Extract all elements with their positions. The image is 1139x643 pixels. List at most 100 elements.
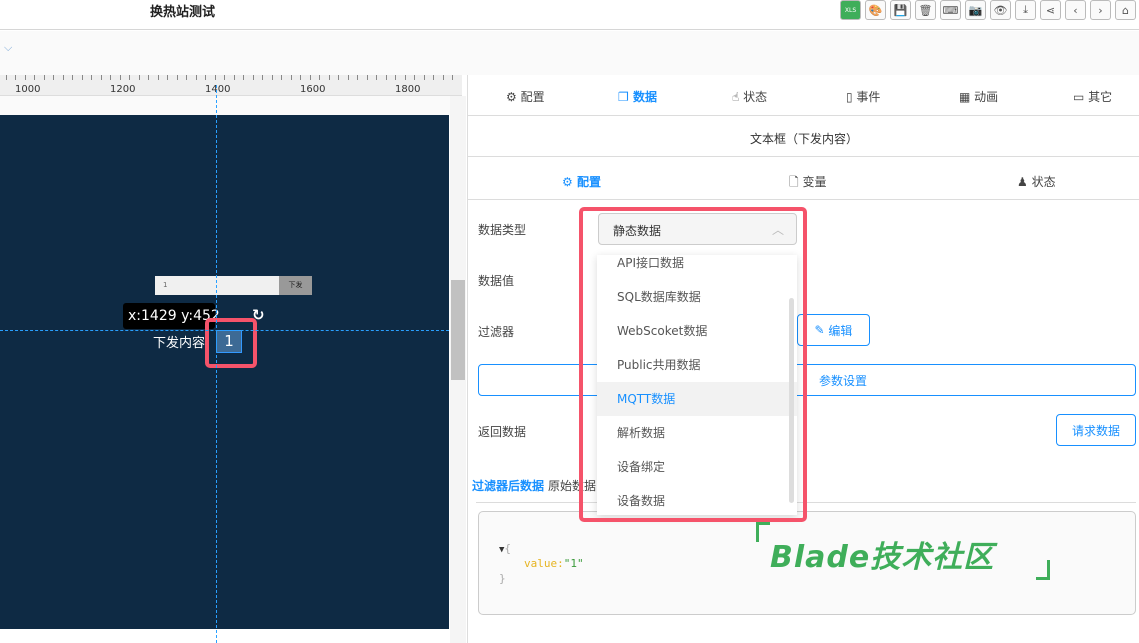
copy-icon: ❐ xyxy=(618,90,633,104)
ruler-tick xyxy=(138,75,140,80)
ruler-tick xyxy=(5,75,7,80)
data-type-value: 静态数据 xyxy=(613,224,662,238)
scrollbar-thumb[interactable] xyxy=(451,280,465,380)
dropdown-scrollbar[interactable] xyxy=(789,298,794,503)
subtab-2[interactable]: ♟ 状态 xyxy=(1017,175,1056,189)
ruler-label: 1600 xyxy=(300,84,326,95)
data-type-label: 数据类型 xyxy=(478,223,527,237)
watermark-bracket xyxy=(756,522,770,542)
dropdown-option[interactable]: WebScoket数据 xyxy=(617,324,708,338)
download-icon[interactable]: ⤓ xyxy=(1015,0,1036,20)
highlight-box xyxy=(579,207,807,522)
highlight-box xyxy=(205,318,257,368)
palette-icon[interactable]: 🎨 xyxy=(865,0,886,20)
excel-icon[interactable]: XLS xyxy=(840,0,861,20)
data-type-select[interactable]: 静态数据 ︿ xyxy=(598,213,797,245)
ruler-tick xyxy=(300,75,301,80)
ruler-tick xyxy=(81,75,83,80)
ruler-tick xyxy=(376,75,377,80)
tab-4[interactable]: ▦ 动画 xyxy=(959,90,999,104)
tab-3[interactable]: ▯ 事件 xyxy=(846,90,881,104)
ruler-tick xyxy=(414,75,415,80)
send-input[interactable]: 1 xyxy=(155,276,279,295)
ruler-tick xyxy=(328,75,330,80)
ruler-tick xyxy=(442,75,444,80)
ruler-tick xyxy=(129,75,130,80)
param-settings-button[interactable]: 参数设置 xyxy=(478,364,1136,396)
ruler-tick xyxy=(271,75,273,80)
subtab-1[interactable]: 🗋 变量 xyxy=(789,175,827,189)
keyboard-icon[interactable]: ⌨ xyxy=(940,0,961,20)
ruler-tick xyxy=(110,75,111,80)
guide-line-horizontal xyxy=(0,330,449,331)
tab-0[interactable]: ⚙ 配置 xyxy=(506,90,545,104)
edit-icon: ✎ xyxy=(814,323,829,337)
ruler-tick xyxy=(233,75,235,80)
subtab-0[interactable]: ⚙ 配置 xyxy=(562,175,601,189)
ruler-tick xyxy=(34,75,35,80)
share-icon[interactable]: ⋖ xyxy=(1040,0,1061,20)
ruler-tick xyxy=(15,75,16,80)
chevron-down-icon[interactable]: ⌵ xyxy=(4,41,13,54)
ruler-tick xyxy=(404,75,406,80)
ruler-tick xyxy=(347,75,349,80)
dropdown-option[interactable]: 设备绑定 xyxy=(617,460,666,474)
ruler-tick xyxy=(100,75,102,80)
ruler-tick xyxy=(176,75,178,80)
json-key: value: xyxy=(524,557,564,570)
ruler-tick xyxy=(309,75,311,80)
tab-5[interactable]: ▭ 其它 xyxy=(1073,90,1113,104)
home-icon[interactable]: ⌂ xyxy=(1115,0,1136,20)
next-icon[interactable]: › xyxy=(1090,0,1111,20)
tab-2[interactable]: ☝ 状态 xyxy=(732,90,768,104)
prev-icon[interactable]: ‹ xyxy=(1065,0,1086,20)
send-button[interactable]: 下发 xyxy=(279,276,312,295)
gear-icon: ⚙ xyxy=(562,175,577,189)
camera-icon[interactable]: 📷 xyxy=(965,0,986,20)
ruler-tick xyxy=(91,75,92,80)
ruler-tick xyxy=(395,75,396,80)
ruler-label: 1800 xyxy=(395,84,421,95)
dropdown-option[interactable]: SQL数据库数据 xyxy=(617,290,701,304)
save-icon[interactable]: 💾 xyxy=(890,0,911,20)
watermark-bracket xyxy=(1036,560,1050,580)
collapse-icon[interactable]: ▼ xyxy=(499,545,505,555)
user-icon: ♟ xyxy=(1017,175,1032,189)
ruler-tick xyxy=(214,75,216,80)
ruler-tick xyxy=(433,75,434,80)
eye-icon[interactable]: 👁 xyxy=(990,0,1011,20)
delete-icon[interactable]: 🗑 xyxy=(915,0,936,20)
design-canvas[interactable]: 1 下发 x:1429 y:452 ↻ 下发内容 1 xyxy=(0,115,449,629)
ruler-tick xyxy=(148,75,149,80)
ruler-tick xyxy=(319,75,320,80)
request-data-button[interactable]: 请求数据 xyxy=(1056,414,1136,446)
ruler-tick xyxy=(338,75,339,80)
secondary-bar: ⌵ xyxy=(0,31,1139,75)
ruler-tick xyxy=(195,75,197,80)
json-value: "1" xyxy=(563,557,584,570)
dropdown-option[interactable]: MQTT数据 xyxy=(597,382,797,416)
ruler-tick xyxy=(366,75,368,80)
tab-1[interactable]: ❐ 数据 xyxy=(618,90,657,104)
ruler-tick xyxy=(357,75,358,80)
guide-line-vertical xyxy=(216,85,217,643)
ruler-tick xyxy=(72,75,73,80)
filter-label: 过滤器 xyxy=(478,325,515,339)
dropdown-option[interactable]: 设备数据 xyxy=(617,494,666,508)
tab-raw-data[interactable]: 原始数据 xyxy=(548,479,597,493)
ruler-tick xyxy=(290,75,292,80)
ruler-tick xyxy=(224,75,225,80)
ruler-tick xyxy=(281,75,282,80)
dropdown-option[interactable]: 解析数据 xyxy=(617,426,666,440)
file-icon: 🗋 xyxy=(789,175,803,189)
film-icon: ▦ xyxy=(959,90,975,104)
edit-filter-button[interactable]: ✎ 编辑 xyxy=(797,314,870,346)
ruler-tick xyxy=(423,75,425,80)
tab-filtered-data[interactable]: 过滤器后数据 xyxy=(472,479,545,493)
json-preview: ▼{ value:"1" } xyxy=(478,511,1136,615)
dropdown-option[interactable]: Public共用数据 xyxy=(617,358,701,372)
dropdown-option[interactable]: API接口数据 xyxy=(617,256,684,270)
ruler-label: 1000 xyxy=(15,84,41,95)
hand-icon: ☝ xyxy=(732,90,744,104)
